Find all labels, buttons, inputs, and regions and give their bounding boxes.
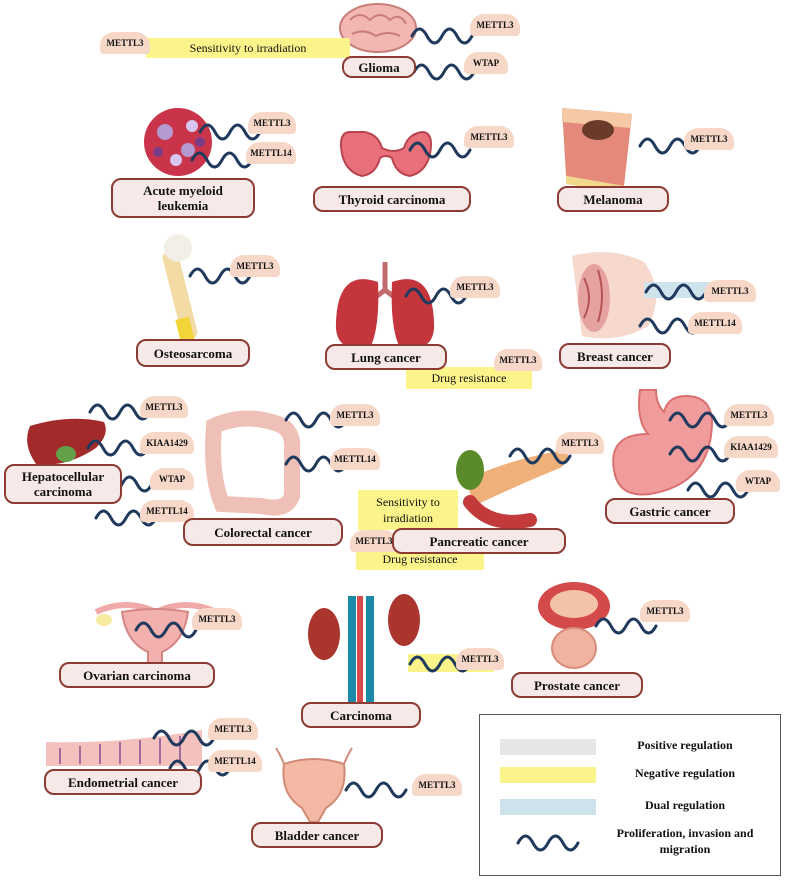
organ-label-melanoma: Melanoma	[557, 186, 669, 212]
gene-pill: METTL14	[688, 312, 742, 334]
organ-label-ovarian: Ovarian carcinoma	[59, 662, 215, 688]
gene-pill: KIAA1429	[140, 432, 194, 454]
organ-label-thyroid: Thyroid carcinoma	[313, 186, 471, 212]
gene-pill: WTAP	[150, 468, 194, 490]
gene-pill: METTL3	[640, 600, 690, 622]
gene-pill: METTL3	[330, 404, 380, 426]
gene-pill: METTL3	[470, 14, 520, 36]
gene-pill: METTL3	[450, 276, 500, 298]
sensitivity-band-pancreatic: Sensitivity to irradiation	[358, 490, 458, 530]
endometrium-illustration	[46, 730, 202, 766]
organ-label-glioma: Glioma	[342, 56, 416, 78]
organ-label-bladder: Bladder cancer	[251, 822, 383, 848]
gene-pill: WTAP	[736, 470, 780, 492]
legend-swatch-dual	[500, 799, 596, 815]
gene-pill: METTL14	[330, 448, 380, 470]
legend-swatch-positive	[500, 739, 596, 755]
organ-label-gastric: Gastric cancer	[605, 498, 735, 524]
thyroid-illustration	[340, 130, 432, 178]
brain-illustration	[339, 3, 417, 53]
gene-pill: METTL3	[456, 648, 504, 670]
gene-pill: METTL3	[248, 112, 296, 134]
organ-label-colorectal: Colorectal cancer	[183, 518, 343, 546]
legend-prolif-line1: Proliferation, invasion and	[616, 826, 754, 840]
gene-pill: METTL3	[192, 608, 242, 630]
liver-illustration	[27, 418, 106, 465]
organ-label-lung: Lung cancer	[325, 344, 447, 370]
organ-label-aml: Acute myeloid leukemia	[111, 178, 255, 218]
breast-illustration	[572, 252, 657, 339]
bone-illustration	[162, 234, 198, 344]
pancreas-illustration	[456, 450, 569, 529]
sensitivity-band-glioma: Sensitivity to irradiation	[146, 38, 350, 58]
aml-line2: leukemia	[157, 198, 209, 213]
colon-illustration	[205, 410, 301, 516]
gene-pill: METTL3	[556, 432, 604, 454]
gene-pill: METTL3	[230, 255, 280, 277]
gene-pill: KIAA1429	[724, 436, 778, 458]
legend-label-negative: Negative regulation	[634, 766, 736, 780]
legend-prolif-line2: migration	[659, 842, 711, 856]
gene-pill: METTL3	[350, 530, 398, 552]
gene-pill: WTAP	[464, 52, 508, 74]
gene-pill: METTL3	[464, 126, 514, 148]
aml-line1: Acute myeloid	[143, 183, 223, 198]
stomach-illustration	[612, 389, 714, 496]
kidneys-illustration	[308, 594, 420, 706]
hcc-line2: carcinoma	[33, 484, 93, 499]
organ-label-pancreatic: Pancreatic cancer	[392, 528, 566, 554]
gene-pill: METTL3	[140, 396, 188, 418]
organ-label-endometrial: Endometrial cancer	[44, 769, 202, 795]
organ-label-kidney: Carcinoma	[301, 702, 421, 728]
legend: Positive regulation Negative regulation …	[479, 714, 781, 876]
skin-illustration	[562, 108, 632, 194]
bladder-illustration	[275, 747, 353, 823]
gene-pill: METTL3	[412, 774, 462, 796]
hcc-line1: Hepatocellular	[21, 469, 105, 484]
lungs-illustration	[335, 262, 435, 349]
legend-label-proliferation: Proliferation, invasion and migration	[600, 825, 770, 857]
organ-label-osteosarcoma: Osteosarcoma	[136, 339, 250, 367]
gene-pill: METTL3	[724, 404, 774, 426]
gene-pill: METTL14	[208, 750, 262, 772]
legend-label-positive: Positive regulation	[637, 738, 733, 752]
sensitivity-line2: irradiation	[383, 511, 433, 525]
gene-pill: METTL14	[140, 500, 194, 522]
legend-wave-icon	[516, 834, 580, 852]
drug-resistance-band-lung: Drug resistance	[406, 367, 532, 389]
legend-swatch-negative	[500, 767, 596, 783]
gene-pill: METTL3	[208, 718, 258, 740]
legend-label-dual: Dual regulation	[644, 798, 726, 812]
gene-pill: METTL3	[684, 128, 734, 150]
blood-cells-illustration	[144, 108, 212, 176]
sensitivity-line1: Sensitivity to	[376, 495, 440, 509]
organ-label-prostate: Prostate cancer	[511, 672, 643, 698]
gene-pill: METTL3	[494, 349, 542, 371]
organ-label-hcc: Hepatocellular carcinoma	[4, 464, 122, 504]
prostate-illustration	[538, 582, 610, 669]
gene-pill: METTL14	[246, 142, 296, 164]
gene-pill: METTL3	[100, 32, 150, 54]
organ-label-breast: Breast cancer	[559, 343, 671, 369]
gene-pill: METTL3	[704, 280, 756, 302]
